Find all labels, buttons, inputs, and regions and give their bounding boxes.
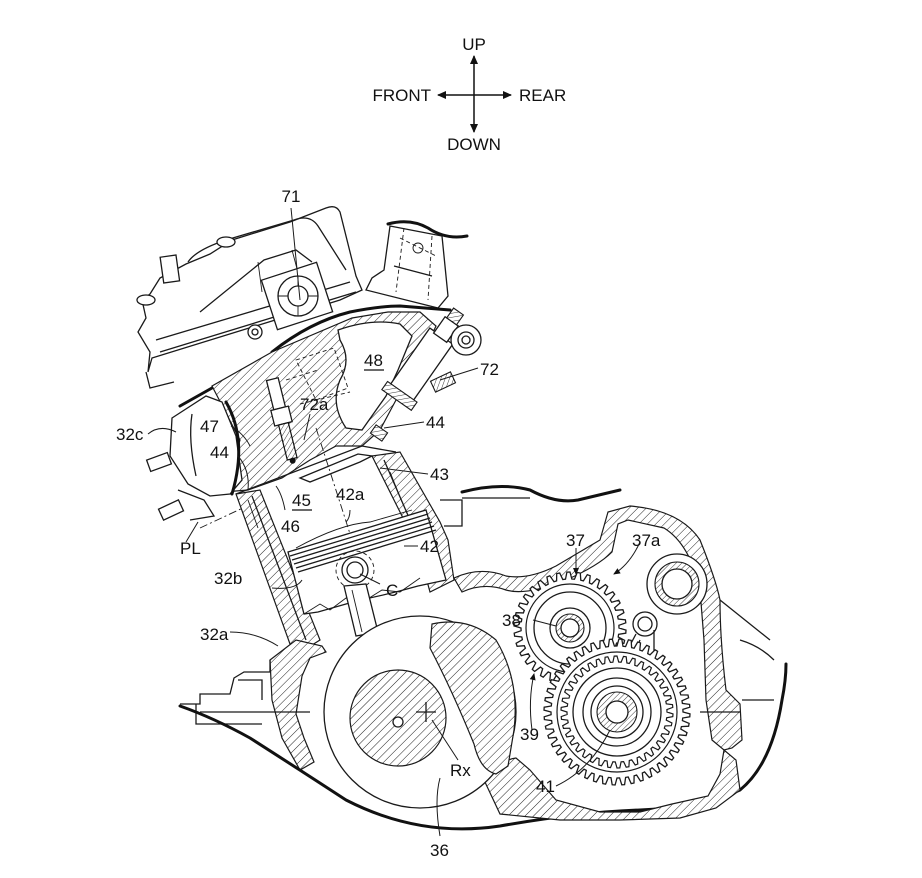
label-42: 42	[420, 537, 439, 556]
label-72a: 72a	[300, 395, 329, 414]
label-41: 41	[536, 777, 555, 796]
label-44-front: 44	[210, 443, 229, 462]
label-Rx: Rx	[450, 761, 471, 780]
label-C: C	[386, 581, 398, 600]
label-48: 48	[364, 351, 383, 370]
reference-labels: 71 72 72a 48 44 44 43 47 32c 45 46 42a 4…	[116, 187, 661, 860]
label-32a: 32a	[200, 625, 229, 644]
label-46: 46	[281, 517, 300, 536]
label-37a: 37a	[632, 531, 661, 550]
label-43: 43	[430, 465, 449, 484]
label-36: 36	[430, 841, 449, 860]
label-PL: PL	[180, 539, 201, 558]
label-down: DOWN	[447, 135, 501, 154]
label-32b: 32b	[214, 569, 242, 588]
label-up: UP	[462, 35, 486, 54]
driven-shaft	[572, 667, 662, 757]
idler-bearing	[619, 553, 708, 669]
orientation-compass: UP DOWN FRONT REAR	[372, 35, 566, 154]
piston	[287, 509, 447, 637]
label-44-rear: 44	[426, 413, 445, 432]
label-front: FRONT	[372, 86, 431, 105]
label-38: 38	[502, 611, 521, 630]
label-rear: REAR	[519, 86, 566, 105]
label-47: 47	[200, 417, 219, 436]
label-71: 71	[282, 187, 301, 206]
front-head-body	[145, 386, 243, 521]
label-45: 45	[292, 491, 311, 510]
cylinder-head-cover	[136, 206, 363, 389]
balancer-shaft	[533, 591, 607, 665]
leader-lines	[147, 207, 641, 837]
intake-pipe	[270, 220, 469, 354]
spark-plug	[265, 376, 298, 464]
label-37: 37	[566, 531, 585, 550]
crankshaft	[323, 615, 517, 809]
label-39: 39	[520, 725, 539, 744]
fuel-injector	[369, 307, 482, 442]
label-42a: 42a	[336, 485, 365, 504]
label-72: 72	[480, 360, 499, 379]
label-32c: 32c	[116, 425, 144, 444]
